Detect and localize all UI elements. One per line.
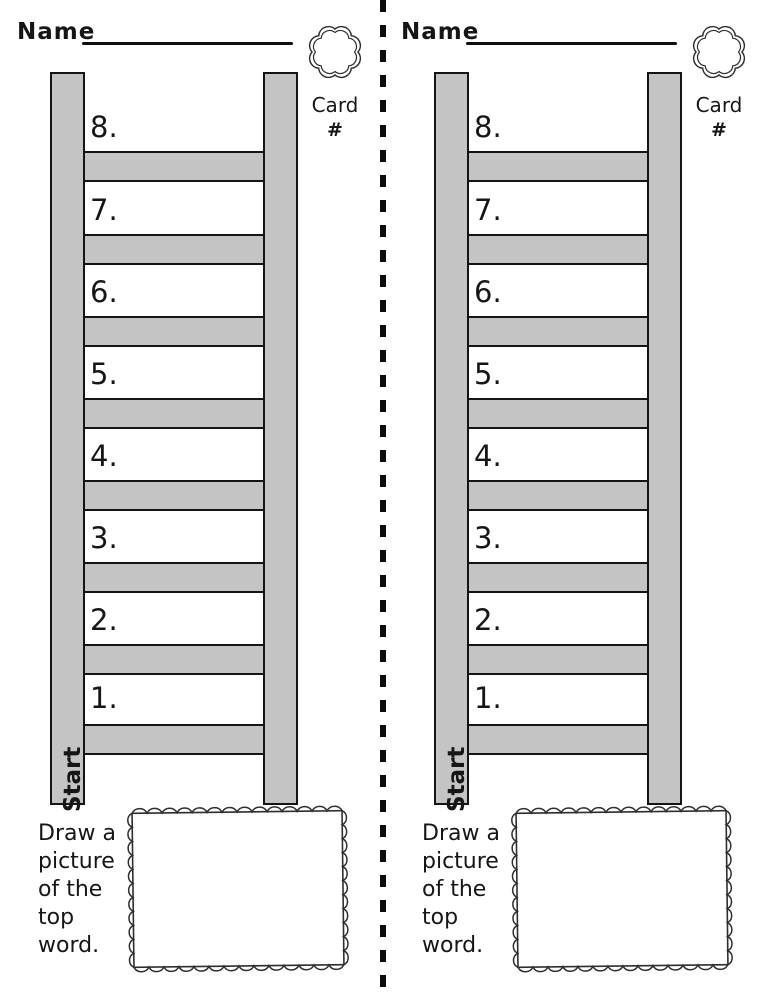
ladder-rung	[467, 644, 649, 675]
ladder-rung	[467, 316, 649, 347]
drawing-frame	[127, 805, 349, 973]
rung-number-label: 8.	[474, 110, 502, 144]
rung-number-label: 4.	[90, 439, 118, 473]
instruction-line: word.	[422, 933, 484, 958]
ladder-rung	[83, 724, 265, 755]
rung-number-label: 6.	[474, 275, 502, 309]
rung-number-label: 5.	[90, 357, 118, 391]
card-label: Card	[695, 93, 743, 117]
instruction-line: of the	[422, 877, 487, 902]
ladder-rung	[83, 562, 265, 593]
ladder-rung	[83, 644, 265, 675]
name-blank-line	[82, 42, 293, 45]
card-number-symbol: #	[327, 119, 343, 141]
rung-number-label: 1.	[474, 681, 502, 715]
name-label: Name	[401, 19, 480, 45]
card-number-badge-icon	[692, 25, 746, 79]
ladder-rail-right	[647, 72, 682, 805]
ladder-rung	[83, 234, 265, 265]
rung-number-label: 5.	[474, 357, 502, 391]
start-label: Start	[444, 746, 470, 812]
rung-number-label: 8.	[90, 110, 118, 144]
instruction-line: Draw a	[38, 821, 116, 846]
start-label: Start	[60, 746, 86, 812]
rung-number-label: 3.	[90, 521, 118, 555]
name-blank-line	[466, 42, 677, 45]
ladder-rung	[467, 398, 649, 429]
ladder-rung	[467, 562, 649, 593]
worksheet-half-left: Name Card # 8. 7. 6. 5. 4. 3. 2. 1. Star…	[17, 19, 362, 973]
ladder-rail-right	[263, 72, 298, 805]
card-label: Card	[311, 93, 359, 117]
instruction-line: word.	[38, 933, 100, 958]
rung-number-label: 3.	[474, 521, 502, 555]
ladder-rail-left	[50, 72, 85, 805]
rung-number-label: 6.	[90, 275, 118, 309]
instruction-text: Draw a picture of the top word.	[38, 820, 116, 960]
rung-number-label: 2.	[90, 603, 118, 637]
instruction-line: picture	[38, 849, 115, 874]
rung-number-label: 7.	[90, 193, 118, 227]
name-label: Name	[17, 19, 96, 45]
ladder-rung	[467, 724, 649, 755]
card-number-symbol: #	[711, 119, 727, 141]
rung-number-label: 1.	[90, 681, 118, 715]
ladder-rung	[83, 151, 265, 182]
card-number-badge-icon	[308, 25, 362, 79]
rung-number-label: 4.	[474, 439, 502, 473]
rung-number-label: 7.	[474, 193, 502, 227]
drawing-frame	[511, 805, 733, 973]
rung-number-label: 2.	[474, 603, 502, 637]
instruction-text: Draw a picture of the top word.	[422, 820, 500, 960]
cut-line-divider	[380, 0, 386, 994]
instruction-line: top	[422, 905, 459, 930]
ladder-rung	[467, 480, 649, 511]
ladder-rung	[83, 398, 265, 429]
ladder-rail-left	[434, 72, 469, 805]
instruction-line: of the	[38, 877, 103, 902]
worksheet-half-right: Name Card # 8. 7. 6. 5. 4. 3. 2. 1. Star…	[384, 0, 768, 994]
instruction-line: picture	[422, 849, 499, 874]
ladder-rung	[467, 151, 649, 182]
ladder-rung	[467, 234, 649, 265]
instruction-line: Draw a	[422, 821, 500, 846]
ladder-rung	[83, 316, 265, 347]
ladder-rung	[83, 480, 265, 511]
instruction-line: top	[38, 905, 75, 930]
